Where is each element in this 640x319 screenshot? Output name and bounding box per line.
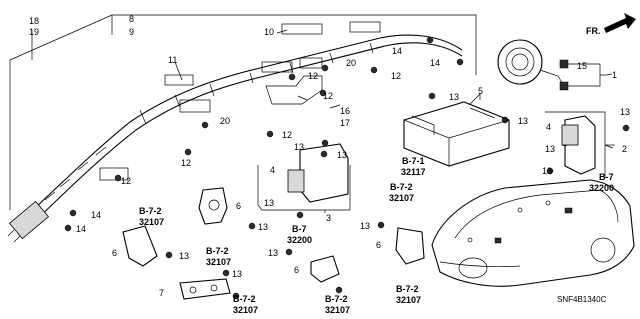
callout-12-a: 12: [391, 71, 401, 81]
ref-b-7-2-32107-bottom-right[interactable]: B-7-2 32107: [396, 284, 421, 305]
svg-text:32107: 32107: [389, 193, 414, 203]
callout-20-upper: 20: [346, 58, 356, 68]
callout-14-d: 14: [76, 224, 86, 234]
diagram-code: SNF4B1340C: [557, 295, 607, 304]
svg-text:32107: 32107: [139, 217, 164, 227]
callout-9: 9: [129, 27, 134, 37]
curtain-airbag-group-outline: [9, 14, 477, 210]
airbag-brackets: [99, 21, 381, 181]
part-callouts: 18 19 8 9 10 11 20 20 14 14 14 14 12 12 …: [29, 14, 630, 298]
side-curtain-airbag: [7, 34, 463, 243]
svg-text:32200: 32200: [287, 235, 312, 245]
callout-12-e: 12: [181, 158, 191, 168]
callout-4-centre: 4: [270, 165, 275, 175]
impact-sensors: [122, 187, 425, 300]
callout-13-l: 13: [268, 248, 278, 258]
callout-13-i: 13: [258, 222, 268, 232]
svg-text:B-7-2: B-7-2: [396, 284, 419, 294]
front-direction-arrow: FR.: [586, 13, 636, 36]
sensor-bracket-right: [545, 111, 615, 178]
svg-text:32107: 32107: [396, 295, 421, 305]
srs-unit: [403, 93, 510, 167]
svg-text:32200: 32200: [589, 183, 614, 193]
svg-text:B-7-2: B-7-2: [139, 206, 162, 216]
ref-b-7-2-32107-srs[interactable]: B-7-2 32107: [389, 182, 414, 203]
callout-8: 8: [129, 14, 134, 24]
callout-14-c: 14: [91, 210, 101, 220]
svg-text:B-7-2: B-7-2: [390, 182, 413, 192]
callout-11: 11: [168, 55, 177, 65]
sensor-bracket-centre: [257, 143, 351, 211]
callout-12-c: 12: [323, 91, 333, 101]
leader-lines: [31, 29, 614, 213]
svg-text:B-7: B-7: [292, 224, 307, 234]
ref-b-7-2-32107-bottom-left[interactable]: B-7-2 32107: [233, 294, 258, 315]
svg-text:B-7-2: B-7-2: [325, 294, 348, 304]
callout-6-d: 6: [376, 240, 381, 250]
callout-7: 7: [159, 288, 164, 298]
section-references: B-7-1 32117 B-7-2 32107 B-7 32200 B-7 32…: [139, 156, 614, 315]
callout-14-b: 14: [430, 58, 440, 68]
callout-17: 17: [340, 118, 350, 128]
svg-text:B-7-2: B-7-2: [233, 294, 256, 304]
callout-6-a: 6: [236, 201, 241, 211]
callout-13-k: 13: [232, 269, 242, 279]
callout-12-d: 12: [282, 130, 292, 140]
callout-14-a: 14: [392, 46, 402, 56]
callout-13-e: 13: [542, 166, 552, 176]
ref-b-7-2-32107-mid[interactable]: B-7-2 32107: [206, 246, 231, 267]
callout-13-j: 13: [179, 251, 189, 261]
callout-13-h: 13: [264, 198, 274, 208]
svg-text:B-7: B-7: [599, 172, 614, 182]
ref-b-7-1-32117[interactable]: B-7-1 32117: [401, 156, 426, 177]
ref-b-7-32200-centre[interactable]: B-7 32200: [287, 224, 312, 245]
svg-text:32107: 32107: [233, 305, 258, 315]
callout-15: 15: [577, 61, 587, 71]
callout-6-b: 6: [112, 248, 117, 258]
callout-13-d: 13: [545, 144, 555, 154]
callout-5: 5: [478, 86, 483, 96]
callout-10: 10: [264, 27, 274, 37]
callout-13-m: 13: [360, 221, 370, 231]
callout-18: 18: [29, 16, 39, 26]
callout-2: 2: [622, 144, 627, 154]
callout-6-c: 6: [294, 265, 299, 275]
front-direction-label: FR.: [586, 26, 601, 36]
vehicle-outline: [431, 179, 635, 287]
bolt-markers: [64, 36, 630, 300]
svg-text:32117: 32117: [401, 167, 426, 177]
callout-13-a: 13: [449, 92, 459, 102]
callout-12-f: 12: [121, 176, 131, 186]
svg-text:B-7-2: B-7-2: [206, 246, 229, 256]
callout-4-right: 4: [546, 122, 551, 132]
ref-b-7-32200-right[interactable]: B-7 32200: [589, 172, 614, 193]
callout-20-lower: 20: [220, 116, 230, 126]
callout-16: 16: [340, 106, 350, 116]
callout-12-b: 12: [308, 71, 318, 81]
callout-19: 19: [29, 27, 39, 37]
clock-spring: [497, 39, 606, 91]
callout-1: 1: [612, 70, 617, 80]
ref-b-7-2-32107-left[interactable]: B-7-2 32107: [139, 206, 164, 227]
ref-b-7-2-32107-bottom-centre[interactable]: B-7-2 32107: [325, 294, 350, 315]
svg-text:B-7-1: B-7-1: [402, 156, 425, 166]
callout-13-f: 13: [294, 142, 304, 152]
svg-text:32107: 32107: [325, 305, 350, 315]
svg-text:32107: 32107: [206, 257, 231, 267]
callout-13-c: 13: [620, 107, 630, 117]
callout-13-b: 13: [518, 116, 528, 126]
callout-3: 3: [326, 213, 331, 223]
callout-13-g: 13: [337, 150, 347, 160]
